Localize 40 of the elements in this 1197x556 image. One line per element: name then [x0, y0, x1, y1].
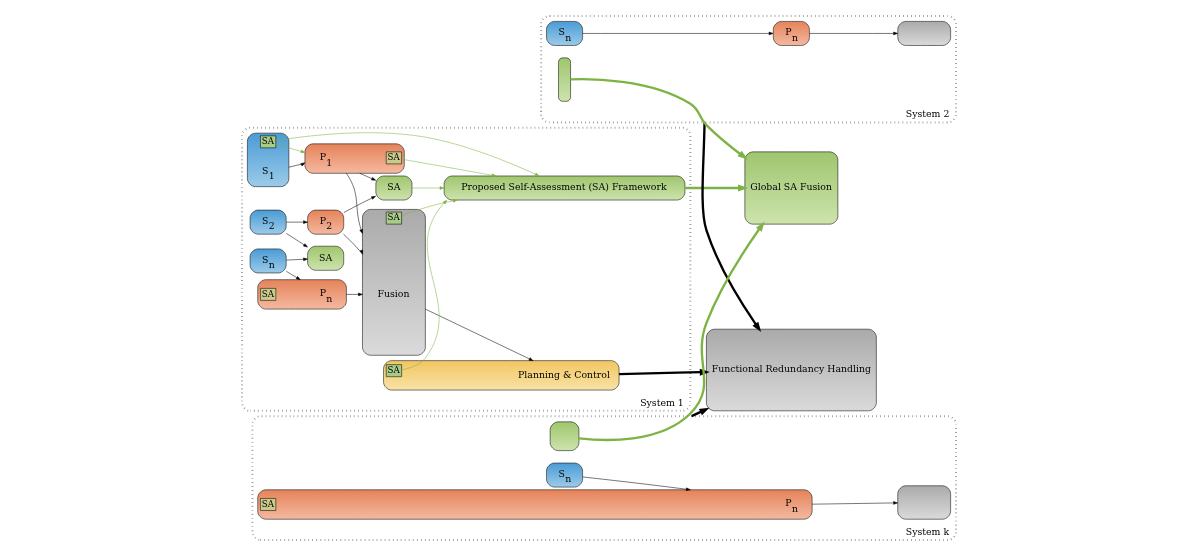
arrow: [581, 31, 773, 36]
arrow: [359, 173, 376, 181]
node-box: SA: [259, 135, 276, 149]
arrow: [275, 132, 539, 177]
node-box: Functional Redundancy Handling: [705, 328, 877, 412]
arrow: [345, 173, 363, 234]
arrow: [684, 184, 748, 192]
node-box: SA: [385, 364, 402, 377]
node-box: SA: [306, 245, 344, 271]
arrow: [285, 271, 301, 280]
arrow: [411, 186, 444, 190]
arrow: [400, 199, 447, 371]
arrow: [811, 501, 898, 505]
arrow: [288, 162, 305, 168]
arrow: [285, 257, 308, 261]
arrow: [285, 233, 308, 248]
arrow: [808, 31, 898, 36]
node-box: SA: [385, 151, 402, 165]
arrow: [570, 77, 748, 160]
node-box: SA: [259, 288, 276, 301]
arrow: [424, 308, 533, 361]
node-box: [549, 421, 579, 451]
arrow: [690, 407, 710, 418]
arrow: [345, 292, 363, 297]
node-box: [897, 21, 951, 46]
node-box: Global SA Fusion: [744, 151, 838, 225]
arrow: [700, 122, 761, 332]
node-box: SA: [385, 211, 402, 225]
arrow: [343, 196, 376, 213]
arrow: [401, 199, 458, 216]
arrow: [275, 143, 305, 153]
arrow: [285, 220, 308, 224]
arrow: [581, 476, 691, 491]
node-box: SA: [375, 175, 412, 201]
node-box: SA: [259, 498, 276, 511]
arrow: [342, 233, 363, 255]
arrow: [400, 158, 496, 177]
arrow: [578, 221, 765, 442]
node-bar: [557, 57, 571, 102]
node-box: [897, 485, 951, 520]
